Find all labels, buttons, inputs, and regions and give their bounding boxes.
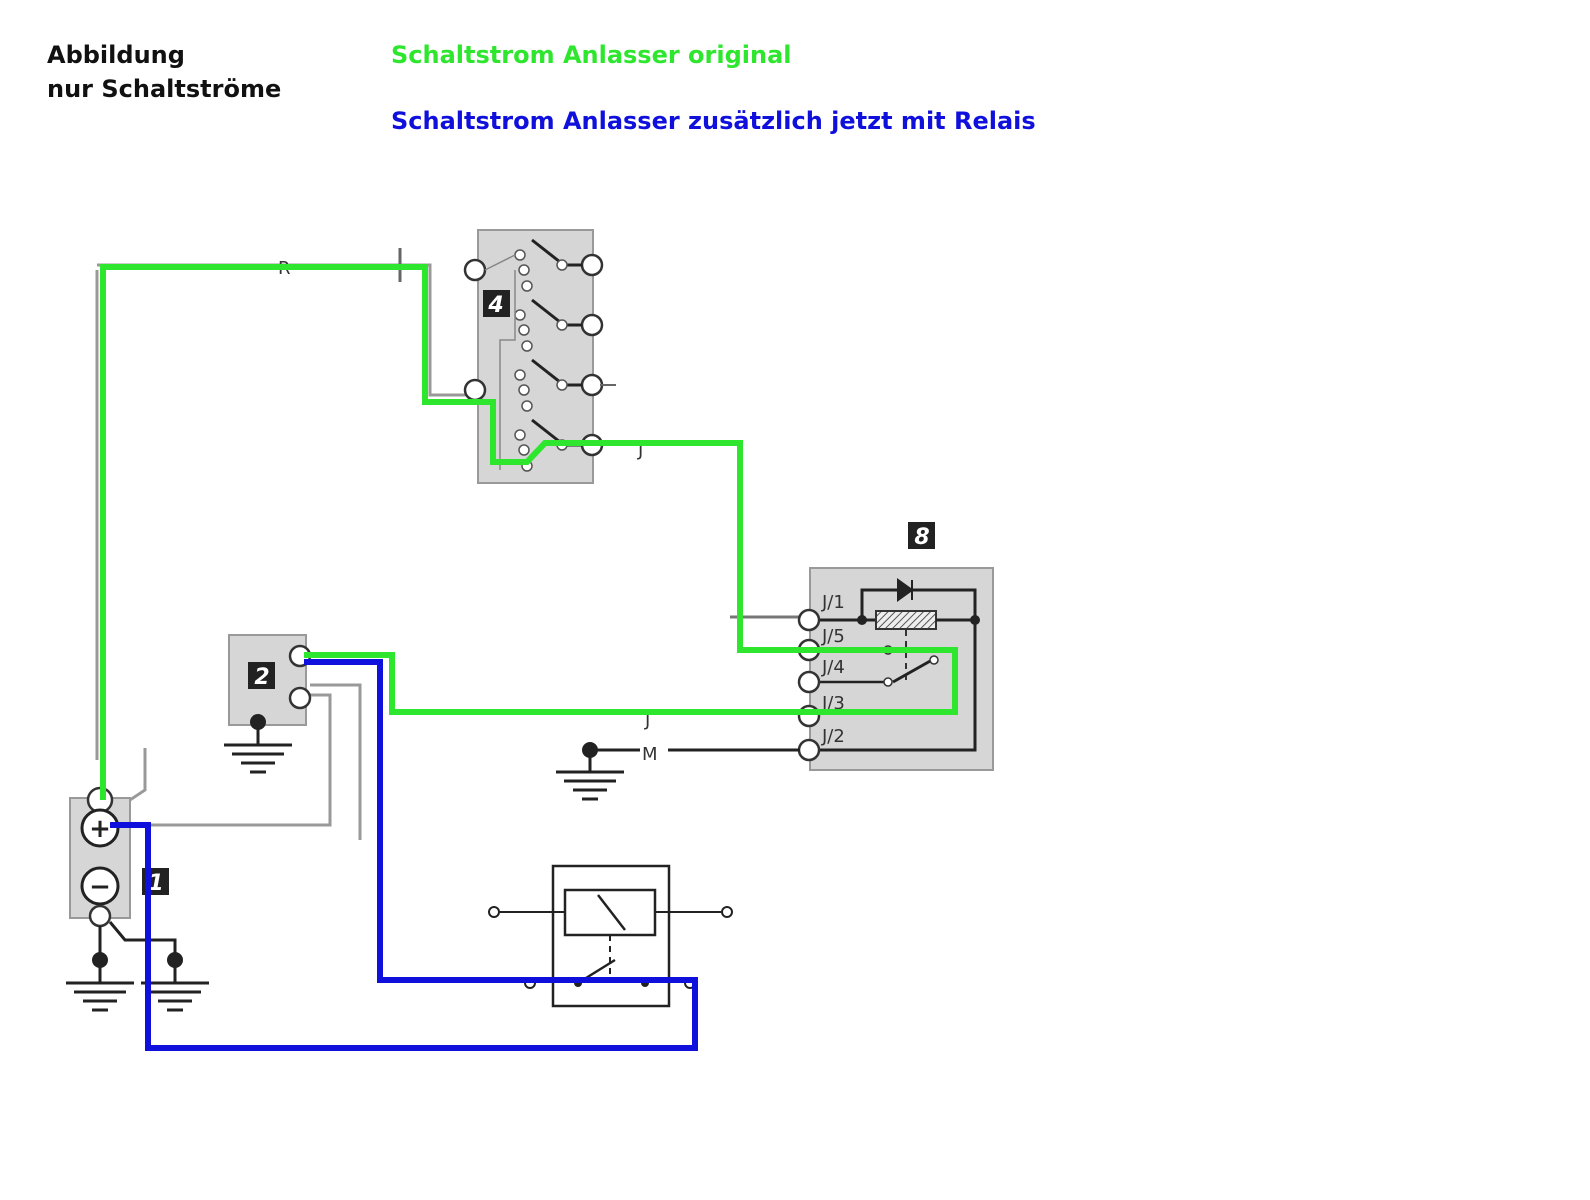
wire-label-j-relay: J [644,710,650,731]
title-line-2: nur Schaltströme [47,75,282,103]
relay-block-number: 8 [914,525,929,550]
page-title: Abbildung nur Schaltströme [47,38,281,106]
green-switching-current [100,264,958,800]
title-line-1: Abbildung [47,41,185,69]
legend-blue-text: Schaltstrom Anlasser zusätzlich jetzt mi… [391,107,1036,135]
switch-terminal [463,378,487,402]
switch-contact [531,238,561,264]
diode-icon [897,578,914,602]
ground-icon [556,750,624,801]
battery-minus-sign: − [89,872,111,902]
ignition-switch-number: 4 [487,293,503,318]
ground-icon [66,960,134,1012]
ground-icon [224,743,292,774]
relay-pin-j2 [797,738,821,762]
battery: + − 1 [66,786,209,1012]
relay-block-number-box [908,522,935,549]
pin-label-j4: J/4 [821,657,845,678]
starter-number: 2 [254,665,269,690]
battery-minus-terminal [80,866,120,906]
starter: 2 [224,634,312,774]
switch-terminal [580,253,604,277]
legend-green-text: Schaltstrom Anlasser original [391,41,792,69]
switch-terminal [463,258,487,282]
switch-terminal [580,313,604,337]
battery-plus-sign: + [89,814,111,844]
ground-wire-m: M [556,742,800,801]
ground-icon [141,960,209,1012]
pin-label-j1: J/1 [821,592,845,613]
switch-contact [531,358,561,384]
pin-label-j2: J/2 [821,726,845,747]
starter-number-box [248,662,275,689]
starter-terminal-30 [288,686,312,710]
blue-switching-current [110,659,698,1051]
switch-terminal [580,373,604,397]
pin-label-j5: J/5 [821,626,845,647]
relay-block: 8 J/1 J/5 J/4 J/3 J/2 [797,522,994,771]
wire-label-j-ignition: J [637,440,643,461]
ignition-switch-number-box [483,290,510,317]
relay-block-body [809,567,994,771]
switch-contact [531,418,561,444]
battery-number: 1 [148,871,163,896]
relay-coil-terminal [721,906,733,918]
relay-coil-terminal [488,906,500,918]
switch-contact [531,298,561,324]
relay-pin-j4 [797,670,821,694]
relay-pin-j1 [797,608,821,632]
wire-label-m: M [642,744,658,765]
relay-contact [892,658,933,684]
pin-label-j3: J/3 [821,693,845,714]
relay-coil-icon [875,610,937,630]
